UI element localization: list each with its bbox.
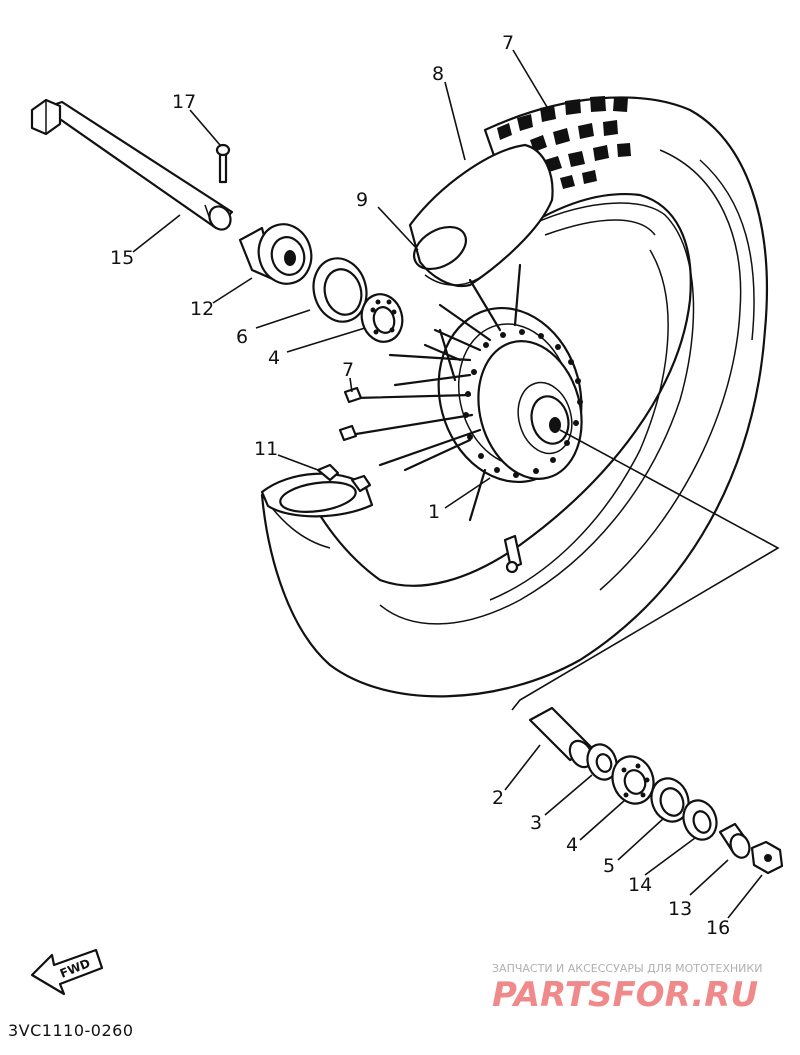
rim-and-tube bbox=[260, 143, 554, 518]
callout-5: 5 bbox=[603, 855, 615, 877]
forward-direction-arrow: FWD bbox=[30, 948, 104, 996]
left-side-parts bbox=[238, 223, 404, 343]
callout-4-left: 4 bbox=[268, 347, 280, 369]
callout-17: 17 bbox=[172, 91, 196, 113]
parts-diagram-code: 3VC1110-0260 bbox=[8, 1021, 134, 1040]
disc-bolt-holes bbox=[463, 329, 583, 478]
callout-2: 2 bbox=[492, 787, 504, 809]
callout-6: 6 bbox=[236, 326, 248, 348]
watermark: ЗАПЧАСТИ И АКСЕССУАРЫ ДЛЯ МОТОТЕХНИКИ PA… bbox=[492, 962, 762, 1015]
callout-12: 12 bbox=[190, 298, 214, 320]
callout-labels: 7 8 9 17 15 12 6 4 7 11 1 2 3 4 5 14 13 … bbox=[110, 32, 730, 939]
callout-3: 3 bbox=[530, 812, 542, 834]
leader-lines bbox=[132, 49, 763, 919]
callout-7: 7 bbox=[342, 359, 354, 381]
watermark-tagline: ЗАПЧАСТИ И АКСЕССУАРЫ ДЛЯ МОТОТЕХНИКИ bbox=[492, 962, 762, 975]
callout-10: 9 bbox=[356, 189, 368, 211]
callout-8: 7 bbox=[502, 32, 514, 54]
callout-9: 8 bbox=[432, 63, 444, 85]
callout-16: 16 bbox=[706, 917, 730, 939]
callout-13: 13 bbox=[668, 898, 692, 920]
callout-15: 15 bbox=[110, 247, 134, 269]
callout-11: 11 bbox=[254, 438, 278, 460]
right-side-parts bbox=[528, 706, 784, 875]
tire bbox=[260, 96, 768, 698]
spokes bbox=[348, 263, 522, 522]
front-axle bbox=[30, 98, 234, 231]
callout-4-right: 4 bbox=[566, 834, 578, 856]
callout-1: 1 bbox=[428, 501, 440, 523]
watermark-brand: PARTSFOR.RU bbox=[492, 975, 758, 1015]
callout-14: 14 bbox=[628, 874, 652, 896]
hub-assembly bbox=[338, 263, 780, 711]
